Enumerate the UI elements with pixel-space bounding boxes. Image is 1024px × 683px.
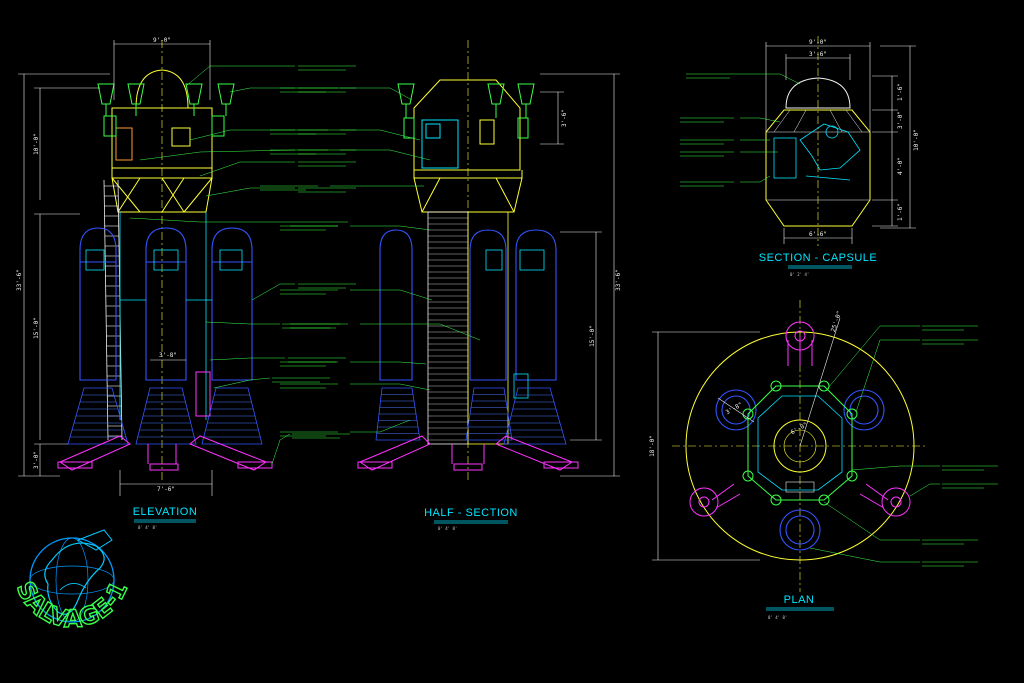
elevation-dimension-lines bbox=[18, 40, 213, 496]
capsule-leaders bbox=[740, 73, 801, 183]
plan-dimension-lines bbox=[652, 317, 841, 561]
plan-tanks bbox=[715, 389, 885, 551]
section-engine-bells bbox=[375, 387, 567, 445]
elevation-title: ELEVATION bbox=[133, 506, 198, 518]
elevation-legs bbox=[57, 435, 273, 471]
plan-inner-ring bbox=[757, 395, 843, 491]
section-leaders bbox=[330, 87, 481, 433]
section-bell-ribs bbox=[376, 394, 564, 438]
elev-overall-height-label: 33'-6" bbox=[16, 269, 23, 291]
elevation-view: 9'-0" 33'-6" 10'-0" 15'-0" 3'-0" 3'-8" 7… bbox=[16, 37, 998, 567]
elevation-engine-bells bbox=[67, 387, 263, 445]
elevation-scale-mark: 0' 4' 8' bbox=[138, 525, 157, 530]
section-capsule-view: 9'-0" 3'-6" 1'-6" 3'-0" 4'-0" 1'-6" 10'-… bbox=[740, 36, 920, 277]
half-section-title: HALF - SECTION bbox=[424, 507, 518, 519]
logo-globe-latitude bbox=[29, 565, 115, 595]
half-section-view: 33'-6" 15'-0" 3'-6" HALF - SECTION 0' 4'… bbox=[330, 40, 622, 531]
section-capsule-title: SECTION - CAPSULE bbox=[759, 252, 878, 264]
plan-scale-mark: 0' 4' 8' bbox=[768, 615, 787, 620]
plan-outer-circle bbox=[685, 331, 915, 561]
plan-center-shaft-inner bbox=[783, 429, 817, 463]
elev-bottom-width-label: 7'-6" bbox=[157, 486, 175, 493]
elevation-tanks bbox=[79, 227, 253, 381]
cap-bottom-label: 6'-6" bbox=[809, 231, 827, 238]
cap-h4-label: 1'-6" bbox=[897, 203, 904, 221]
elevation-window bbox=[171, 127, 191, 147]
elev-tank-dia-label: 3'-8" bbox=[159, 352, 177, 359]
half-section-scale-mark: 0' 4' 8' bbox=[438, 526, 457, 531]
section-truss bbox=[413, 170, 523, 213]
section-legs bbox=[357, 435, 579, 471]
elevation-hatch bbox=[115, 127, 133, 161]
plan-center-shaft bbox=[773, 419, 827, 473]
elevation-bell-ribs bbox=[70, 394, 261, 438]
sect-overall-height-label: 33'-6" bbox=[615, 269, 622, 291]
capsule-scale-mark: 0' 2' 4' bbox=[790, 272, 809, 277]
plan-leaders bbox=[809, 325, 940, 563]
elevation-nozzles bbox=[97, 83, 235, 137]
section-shaft-half bbox=[467, 211, 509, 445]
section-nozzles bbox=[397, 83, 535, 139]
elev-capsule-height-label: 10'-0" bbox=[33, 133, 40, 155]
capsule-dimension-lines bbox=[765, 42, 916, 244]
sect-hatch-height-label: 3'-6" bbox=[561, 109, 568, 127]
elevation-capsule-dome bbox=[135, 69, 189, 109]
plan-diameter-label: 18'-0" bbox=[649, 435, 656, 457]
logo-wing-detail bbox=[59, 583, 87, 591]
cap-h1-label: 1'-6" bbox=[897, 83, 904, 101]
capsule-dome bbox=[785, 77, 851, 109]
capsule-hull bbox=[765, 109, 871, 227]
section-shaft-steps bbox=[428, 217, 468, 441]
section-cockpit-screen bbox=[425, 123, 441, 139]
section-tank-details bbox=[485, 249, 545, 399]
half-section-title-scalebar bbox=[434, 520, 508, 524]
elevation-side-panel bbox=[195, 371, 211, 417]
plan-nodes bbox=[742, 380, 858, 506]
logo-globe-longitude bbox=[55, 537, 89, 623]
cap-h2-label: 3'-0" bbox=[897, 111, 904, 129]
plan-legs bbox=[689, 321, 911, 517]
sect-tank-height-label: 15'-0" bbox=[589, 325, 596, 347]
capsule-title-scalebar bbox=[788, 265, 852, 269]
elevation-tank-details bbox=[85, 212, 243, 420]
plan-title-scalebar bbox=[766, 607, 834, 611]
elev-base-height-label: 3'-0" bbox=[33, 451, 40, 469]
elevation-title-scalebar bbox=[134, 519, 196, 523]
capsule-crew-seat bbox=[773, 123, 861, 181]
cap-h3-label: 4'-0" bbox=[897, 157, 904, 175]
elevation-capsule-body bbox=[111, 107, 213, 169]
cap-top-inner-label: 3'-6" bbox=[809, 51, 827, 58]
section-hatch bbox=[479, 119, 495, 145]
logo-spacecraft bbox=[76, 529, 113, 551]
cap-total-label: 10'-0" bbox=[913, 129, 920, 151]
elev-top-width-label: 9'-0" bbox=[153, 37, 171, 44]
elev-tank-height-label: 15'-0" bbox=[33, 317, 40, 339]
elevation-ladder-rungs bbox=[104, 185, 122, 437]
plan-hatch-marker bbox=[785, 481, 815, 493]
plan-view: 18'-0" 25'-0" 3'-8" 6'-0" PLAN 0' 4' 8' bbox=[649, 300, 940, 620]
logo-eagle bbox=[44, 542, 105, 615]
capsule-hull-ribs bbox=[766, 109, 870, 201]
cap-top-outer-label: 9'-0" bbox=[809, 39, 827, 46]
section-tanks bbox=[379, 229, 557, 381]
plan-truss-ring bbox=[747, 385, 853, 501]
section-dimension-lines bbox=[540, 73, 620, 477]
section-cockpit-panel bbox=[421, 119, 459, 169]
plan-title: PLAN bbox=[784, 594, 815, 606]
